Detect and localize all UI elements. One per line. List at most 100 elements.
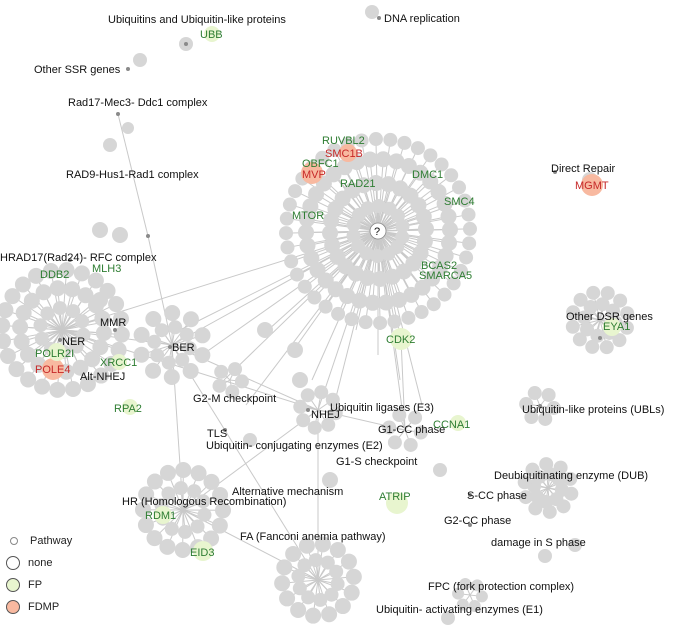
gene-node[interactable]	[586, 285, 601, 300]
gene-node[interactable]	[413, 425, 428, 440]
gene-node[interactable]	[279, 211, 294, 226]
gene-node[interactable]	[309, 262, 326, 279]
gene-node[interactable]	[34, 378, 51, 395]
gene-node[interactable]	[146, 530, 163, 547]
gene-node[interactable]	[329, 564, 344, 579]
gene-node[interactable]	[20, 371, 37, 388]
node-eya1[interactable]	[603, 318, 621, 336]
gene-node[interactable]	[145, 362, 162, 379]
gene-node[interactable]	[23, 292, 40, 309]
gene-node[interactable]	[525, 462, 540, 477]
node-xrcc1[interactable]	[111, 354, 127, 370]
gene-node[interactable]	[343, 584, 360, 601]
gene-node[interactable]	[93, 367, 110, 384]
gene-node[interactable]	[364, 294, 381, 311]
gene-node[interactable]	[329, 541, 346, 558]
gene-node[interactable]	[620, 306, 635, 321]
gene-node[interactable]	[297, 558, 312, 573]
gene-node[interactable]	[397, 135, 412, 150]
gene-node[interactable]	[475, 590, 488, 603]
gene-node[interactable]	[135, 501, 152, 518]
gene-node[interactable]	[182, 362, 199, 379]
gene-node[interactable]	[583, 300, 598, 315]
gene-node[interactable]	[168, 320, 183, 335]
gene-node[interactable]	[228, 362, 243, 377]
gene-node[interactable]	[297, 279, 312, 294]
gene-node[interactable]	[314, 536, 331, 553]
gene-node[interactable]	[408, 410, 423, 425]
gene-node[interactable]	[243, 433, 257, 447]
gene-node[interactable]	[416, 233, 433, 250]
gene-node[interactable]	[401, 310, 416, 325]
gene-node[interactable]	[524, 410, 539, 425]
gene-node[interactable]	[161, 355, 176, 370]
gene-node[interactable]	[552, 472, 567, 487]
gene-node[interactable]	[14, 276, 31, 293]
gene-node[interactable]	[410, 141, 425, 156]
gene-node[interactable]	[234, 374, 249, 389]
gene-node[interactable]	[423, 148, 438, 163]
node-mgmt[interactable]	[581, 174, 603, 196]
gene-node[interactable]	[34, 331, 49, 346]
gene-node[interactable]	[605, 303, 620, 318]
gene-node[interactable]	[49, 381, 66, 398]
gene-node[interactable]	[563, 471, 578, 486]
gene-node[interactable]	[414, 305, 429, 320]
gene-node[interactable]	[159, 538, 176, 555]
gene-node[interactable]	[301, 590, 316, 605]
gene-node[interactable]	[599, 340, 614, 355]
gene-node[interactable]	[388, 153, 405, 170]
gene-node[interactable]	[298, 537, 315, 554]
gene-node[interactable]	[145, 311, 162, 328]
gene-node[interactable]	[288, 184, 303, 199]
gene-node[interactable]	[279, 226, 294, 241]
gene-node[interactable]	[459, 577, 472, 590]
gene-node[interactable]	[289, 267, 304, 282]
gene-node[interactable]	[72, 359, 89, 376]
gene-node[interactable]	[462, 236, 477, 251]
gene-node[interactable]	[95, 324, 112, 341]
gene-node[interactable]	[381, 246, 396, 261]
gene-node[interactable]	[298, 224, 315, 241]
gene-node[interactable]	[33, 318, 48, 333]
gene-node[interactable]	[65, 380, 82, 397]
gene-node[interactable]	[361, 151, 378, 168]
gene-node[interactable]	[313, 592, 328, 607]
gene-node[interactable]	[556, 499, 571, 514]
gene-node[interactable]	[292, 372, 308, 388]
gene-node[interactable]	[175, 352, 190, 367]
gene-node[interactable]	[441, 611, 455, 625]
gene-node[interactable]	[190, 465, 207, 482]
node-smc1b[interactable]	[339, 144, 357, 162]
gene-node[interactable]	[122, 122, 134, 134]
gene-node[interactable]	[383, 132, 398, 147]
gene-node[interactable]	[403, 437, 418, 452]
node-atrip[interactable]	[386, 492, 408, 514]
gene-node[interactable]	[175, 462, 192, 479]
node-question[interactable]	[369, 222, 387, 240]
gene-node[interactable]	[612, 333, 627, 348]
gene-node[interactable]	[225, 384, 240, 399]
gene-node[interactable]	[320, 555, 335, 570]
gene-node[interactable]	[426, 297, 441, 312]
gene-node[interactable]	[299, 237, 316, 254]
gene-node[interactable]	[92, 222, 108, 238]
gene-node[interactable]	[391, 291, 408, 308]
gene-node[interactable]	[365, 5, 379, 19]
gene-node[interactable]	[214, 502, 231, 519]
gene-node[interactable]	[328, 406, 343, 421]
gene-node[interactable]	[13, 333, 30, 350]
gene-node[interactable]	[163, 368, 180, 385]
node-rpa2[interactable]	[122, 399, 138, 415]
gene-node[interactable]	[527, 386, 542, 401]
gene-node[interactable]	[274, 575, 291, 592]
gene-node[interactable]	[378, 294, 395, 311]
gene-node[interactable]	[174, 541, 191, 558]
gene-node[interactable]	[444, 168, 459, 183]
gene-node[interactable]	[452, 180, 467, 195]
gene-node[interactable]	[325, 392, 340, 407]
gene-node[interactable]	[415, 208, 432, 225]
gene-node[interactable]	[367, 175, 384, 192]
gene-node[interactable]	[84, 351, 101, 368]
gene-node[interactable]	[64, 281, 81, 298]
